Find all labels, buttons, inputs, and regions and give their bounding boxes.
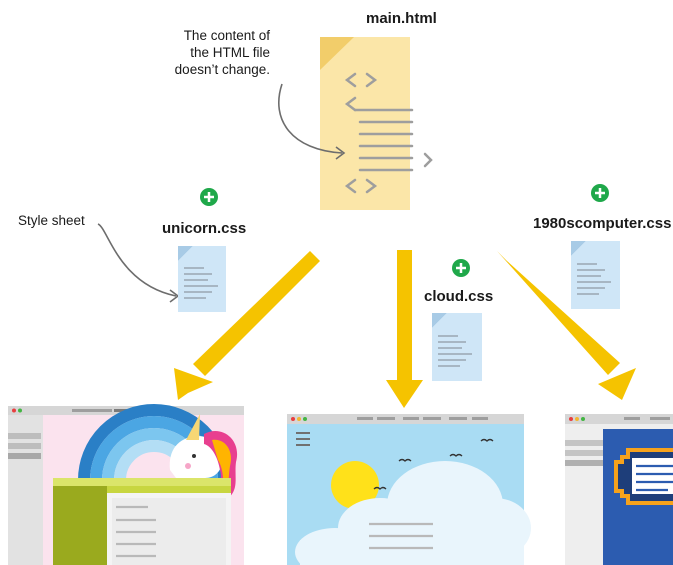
css-document-icon: [571, 241, 620, 309]
style-sheet-label: Style sheet: [18, 213, 85, 228]
pixel-bubble-icon: [614, 448, 673, 505]
css-document-icon: [178, 246, 226, 312]
unicorn-site-screen: [8, 404, 244, 565]
cloud-site-screen: [287, 414, 531, 565]
html-document-icon: [320, 37, 433, 210]
bird-icon: [373, 438, 494, 490]
arrow-icon: [497, 251, 636, 400]
sun-icon: [331, 461, 379, 509]
html-file-name: main.html: [366, 10, 437, 27]
html-note-line-1: The content of: [183, 28, 270, 43]
plus-circle-icon: [591, 184, 609, 202]
stylesheet-name-1980scomputer: 1980scomputer.css: [533, 215, 672, 232]
style-sheet-connector-line: [97, 223, 177, 297]
html-note-line-2: the HTML file: [190, 45, 270, 60]
note-connector-arrowhead: [335, 146, 346, 160]
arrow-icon: [174, 251, 320, 400]
arrow-icon: [386, 250, 423, 408]
plus-circle-icon: [452, 259, 470, 277]
plus-circle-icon: [200, 188, 218, 206]
html-note: The content of the HTML file doesn’t cha…: [120, 27, 270, 78]
html-note-line-3: doesn’t change.: [174, 62, 270, 77]
cloud-icon: [295, 461, 531, 565]
computer-site-screen: [565, 414, 673, 565]
stylesheet-name-cloud: cloud.css: [424, 288, 494, 305]
stylesheet-name-unicorn: unicorn.css: [162, 220, 247, 237]
menu-icon: [296, 432, 310, 446]
css-document-icon: [432, 313, 482, 381]
note-connector-line: [278, 83, 343, 154]
